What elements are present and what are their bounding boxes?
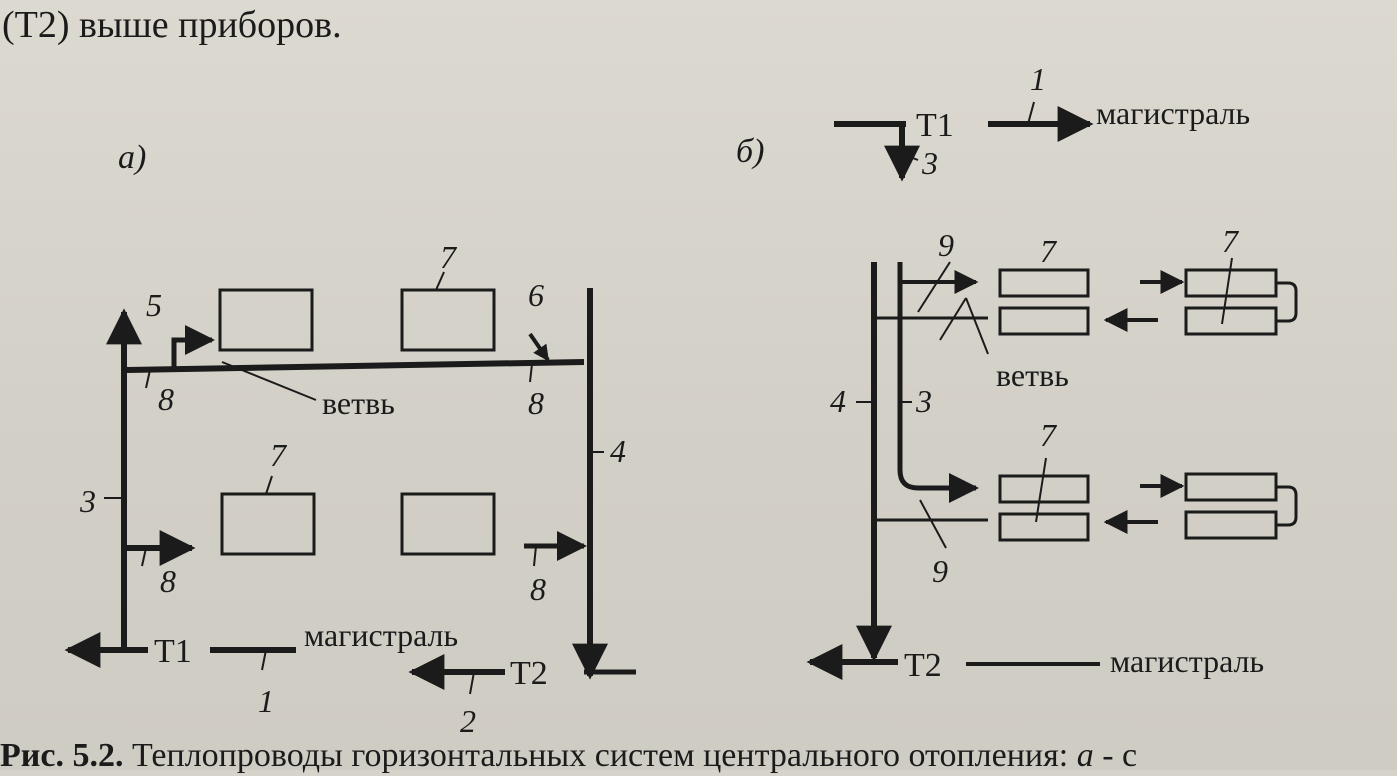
leader-2-a bbox=[469, 671, 475, 695]
leader-1-b bbox=[1027, 101, 1035, 125]
branch-pointer-a bbox=[221, 361, 317, 401]
num-9-b-bottom: 9 bbox=[932, 553, 948, 589]
num-7-b-top: 7 bbox=[1040, 233, 1058, 269]
leader-8-c bbox=[141, 547, 147, 567]
radiator-b-3 bbox=[1184, 268, 1278, 298]
panel-a: а) Т1 магистраль 1 3 5 8 7 bbox=[64, 139, 636, 739]
num-8-a: 8 bbox=[158, 381, 174, 417]
branch-upper-a bbox=[123, 359, 585, 373]
num-8-d: 8 bbox=[530, 571, 546, 607]
radiator-b-4 bbox=[1184, 306, 1278, 336]
supply-riser-b bbox=[897, 262, 979, 503]
radiator-b-8 bbox=[1184, 510, 1278, 540]
num-7-b-right: 7 bbox=[1222, 223, 1240, 259]
panel-b: б) Т1 1 магистраль 3 3 4 9 bbox=[736, 61, 1298, 684]
branch-label-b: ветвь bbox=[996, 357, 1069, 393]
main-label-b-top: магистраль bbox=[1096, 95, 1250, 131]
radiator-a-3 bbox=[220, 492, 316, 556]
radiator-a-2 bbox=[400, 288, 496, 352]
main-label-b-bottom: магистраль bbox=[1110, 643, 1264, 679]
figure-caption: Рис. 5.2. Теплопроводы горизонтальных си… bbox=[0, 736, 1397, 776]
leader-7-a-mid bbox=[265, 475, 273, 495]
t2-label-a: Т2 bbox=[510, 655, 548, 692]
num-3-b-mid: 3 bbox=[915, 383, 932, 419]
leader-8-a bbox=[145, 369, 151, 389]
t2-label-b: Т2 bbox=[904, 647, 942, 684]
radiator-a-4 bbox=[400, 492, 496, 556]
num-7-a-top: 7 bbox=[440, 239, 458, 275]
num-5-a: 5 bbox=[146, 287, 162, 323]
num-1-a: 1 bbox=[258, 683, 274, 719]
caption-tail: - с bbox=[1093, 737, 1138, 774]
num-8-b: 8 bbox=[528, 385, 544, 421]
num-4-b: 4 bbox=[830, 383, 846, 419]
leader-9-bottom bbox=[919, 499, 947, 549]
radiator-b-loop-2 bbox=[1276, 485, 1298, 527]
caption-label: Рис. 5.2. bbox=[0, 737, 124, 774]
leader-8-d bbox=[533, 545, 537, 567]
num-7-b-mid: 7 bbox=[1040, 417, 1058, 453]
caption-text: Теплопроводы горизонтальных систем центр… bbox=[123, 737, 1077, 774]
num-6-a: 6 bbox=[528, 277, 544, 313]
t1-label-b: Т1 bbox=[916, 107, 954, 144]
num-1-b: 1 bbox=[1030, 61, 1046, 97]
radiator-b-2 bbox=[998, 306, 1090, 336]
leader-7-b-mid bbox=[1035, 457, 1047, 523]
main-label-a: магистраль bbox=[304, 617, 458, 653]
num-3-b-top: 3 bbox=[921, 145, 938, 181]
radiator-supply-upper-a bbox=[171, 325, 215, 367]
panel-a-letter: а) bbox=[118, 139, 146, 176]
num-9-b-top: 9 bbox=[938, 227, 954, 263]
branch-pointer-b-1 bbox=[939, 297, 967, 341]
radiator-b-5 bbox=[998, 474, 1090, 504]
t1-label-a: Т1 bbox=[154, 633, 192, 670]
leader-8-b bbox=[529, 363, 533, 383]
radiator-b-loop-1 bbox=[1276, 281, 1298, 323]
radiator-b-7 bbox=[1184, 472, 1278, 502]
panel-b-letter: б) bbox=[736, 133, 764, 170]
num-8-c: 8 bbox=[160, 563, 176, 599]
leader-7-b-right bbox=[1221, 257, 1233, 325]
branch-label-a: ветвь bbox=[322, 385, 395, 421]
top-text-line: (Т2) выше приборов. bbox=[2, 4, 342, 46]
num-4-a: 4 bbox=[610, 433, 626, 469]
num-7-a-mid: 7 bbox=[270, 437, 288, 473]
radiator-a-1 bbox=[218, 288, 314, 352]
return-arrow-upper-a bbox=[528, 332, 550, 362]
leader-1-a bbox=[261, 649, 267, 671]
caption-italic-a: а bbox=[1076, 737, 1094, 774]
radiator-b-1 bbox=[998, 268, 1090, 298]
radiator-b-6 bbox=[998, 512, 1090, 542]
leader-9-top bbox=[917, 261, 951, 313]
leader-7-a-top bbox=[435, 271, 445, 291]
leader-3-b-top bbox=[901, 153, 919, 161]
num-3-a: 3 bbox=[79, 483, 96, 519]
num-2-a: 2 bbox=[460, 703, 476, 739]
branch-pointer-b-2 bbox=[965, 297, 989, 355]
